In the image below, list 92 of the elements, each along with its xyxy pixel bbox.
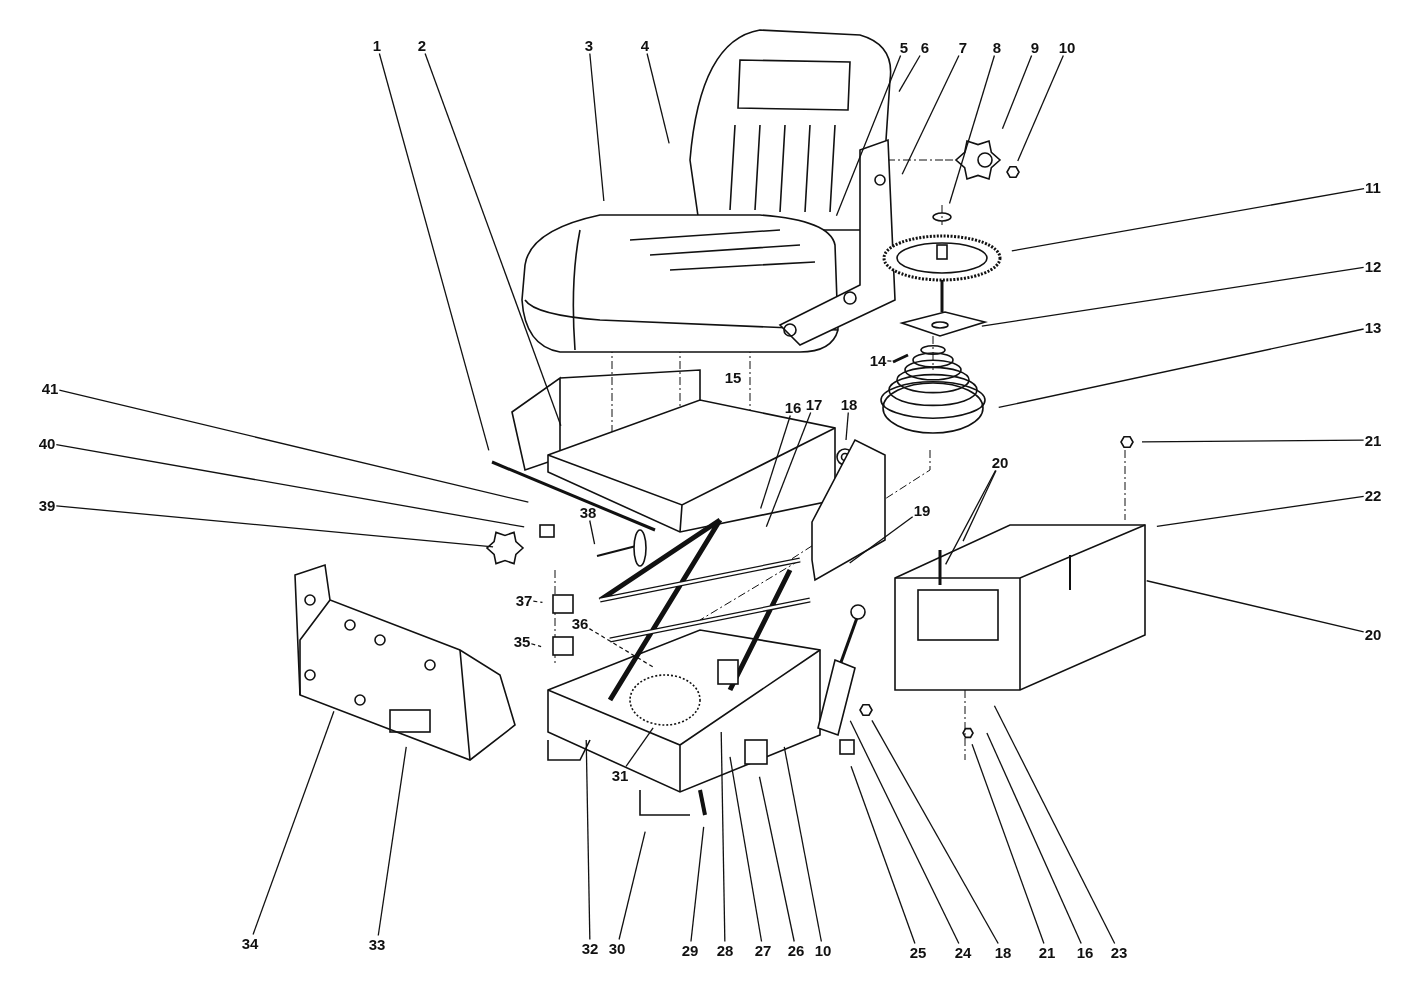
leader-line [625, 727, 654, 768]
callout-number: 20 [991, 454, 1009, 470]
callout-number: 21 [1038, 944, 1056, 960]
leader-line [589, 519, 596, 545]
leader-line [981, 266, 1365, 327]
leader-line [532, 600, 544, 603]
callout-number: 17 [805, 396, 823, 412]
callout-number: 10 [814, 942, 832, 958]
callout-number: 8 [992, 39, 1002, 55]
leader-line [845, 411, 849, 441]
callout-number: 38 [579, 504, 597, 520]
callout-number: 26 [787, 942, 805, 958]
callout-number: 13 [1364, 319, 1382, 335]
callout-number: 19 [913, 502, 931, 518]
leader-line [850, 765, 916, 945]
leader-line [945, 469, 997, 566]
leader-line [530, 643, 542, 648]
leader-line [765, 411, 812, 528]
callout-number: 3 [584, 37, 594, 53]
callout-number: 40 [38, 435, 56, 451]
callout-number: 20 [1364, 626, 1382, 642]
callout-number: 35 [513, 633, 531, 649]
leader-line [720, 731, 726, 943]
leader-line [618, 831, 646, 941]
callout-number: 24 [954, 944, 972, 960]
leader-line [585, 739, 591, 941]
callout-number: 29 [681, 942, 699, 958]
callout-number: 10 [1058, 39, 1076, 55]
leader-line [1146, 580, 1365, 633]
callout-number: 23 [1110, 944, 1128, 960]
callout-number: 25 [909, 944, 927, 960]
leader-line [993, 705, 1116, 945]
callout-number: 18 [840, 396, 858, 412]
leader-line [1001, 54, 1033, 130]
leader-line [646, 52, 670, 144]
callout-number: 27 [754, 942, 772, 958]
callout-number: 41 [41, 380, 59, 396]
leader-line [1141, 439, 1365, 443]
callout-number: 14 [869, 352, 887, 368]
callout-number: 39 [38, 497, 56, 513]
leader-line [377, 746, 407, 937]
leader-line [971, 743, 1045, 945]
leader-line [835, 54, 902, 217]
callout-number: 4 [640, 37, 650, 53]
callout-number: 9 [1030, 39, 1040, 55]
callout-number: 16 [1076, 944, 1094, 960]
leader-line [729, 756, 763, 943]
leader-line [378, 52, 490, 452]
leader-line [849, 516, 914, 564]
callout-number: 11 [1365, 179, 1381, 195]
leader-line [55, 505, 494, 548]
leader-line [758, 776, 795, 943]
leader-line [871, 719, 999, 945]
callout-number: 21 [1364, 432, 1382, 448]
leader-line [1156, 495, 1365, 527]
leader-line [1017, 54, 1064, 162]
callout-number: 22 [1364, 487, 1382, 503]
leader-line [898, 54, 921, 93]
leader-line [58, 389, 529, 503]
callout-number: 34 [241, 935, 259, 951]
leader-line [849, 720, 960, 945]
leader-line [760, 414, 791, 510]
callout-number: 6 [920, 39, 930, 55]
leader-line [783, 746, 823, 943]
leader-line [55, 444, 525, 528]
callout-number: 30 [608, 940, 626, 956]
leader-line [588, 628, 654, 668]
callout-number: 7 [958, 39, 968, 55]
callout-number: 37 [515, 592, 533, 608]
callout-number: 2 [417, 37, 427, 53]
leader-line [998, 328, 1365, 409]
callout-number: 5 [899, 39, 909, 55]
callout-number: 16 [784, 399, 802, 415]
leader-line [589, 52, 605, 202]
callout-number: 12 [1364, 258, 1382, 274]
callout-number: 1 [372, 37, 382, 53]
leader-line [901, 54, 960, 175]
callout-number: 31 [611, 767, 629, 783]
callout-number: 28 [716, 942, 734, 958]
callout-number: 32 [581, 940, 599, 956]
callout-number: 36 [571, 615, 589, 631]
leader-line [252, 710, 335, 936]
callout-number: 15 [724, 369, 742, 385]
leader-line [1011, 187, 1365, 252]
leader-line [690, 826, 705, 943]
leader-line [986, 732, 1082, 945]
leader-line [424, 52, 562, 427]
leader-line [948, 54, 996, 205]
leader-line [962, 469, 997, 542]
callout-number: 18 [994, 944, 1012, 960]
leader-line [886, 360, 897, 363]
callout-number: 33 [368, 936, 386, 952]
